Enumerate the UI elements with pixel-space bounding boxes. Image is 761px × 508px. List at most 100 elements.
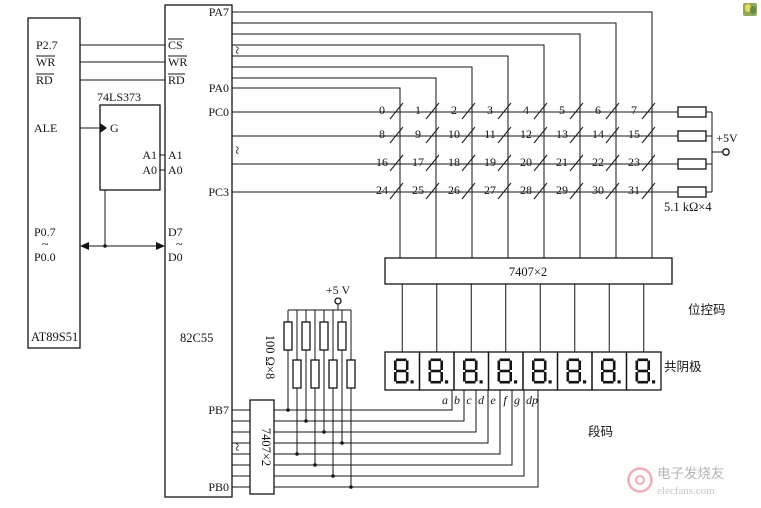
segment-resistor bbox=[292, 359, 302, 389]
segment-wire bbox=[274, 390, 477, 433]
mcu-pin-rd: RD bbox=[36, 73, 53, 87]
g-input-wedge bbox=[100, 123, 107, 133]
pullup-vcc-label: +5V bbox=[716, 131, 738, 145]
logo-wing bbox=[745, 4, 751, 12]
latch-pin-a1: A1 bbox=[142, 148, 157, 162]
key-label: 1 bbox=[415, 103, 421, 117]
seg-c bbox=[543, 372, 547, 382]
mcu-pin-range: ~ bbox=[42, 237, 49, 251]
key-label: 29 bbox=[556, 183, 568, 197]
watermark: 电子发烧友 elecfans.com bbox=[627, 466, 725, 497]
pa-range-mark: ~ bbox=[228, 46, 244, 54]
key-switch bbox=[497, 102, 512, 120]
key-switch bbox=[533, 126, 548, 144]
ppi-pin-pc3: PC3 bbox=[208, 185, 229, 199]
key-label: 25 bbox=[412, 183, 424, 197]
key-label: 10 bbox=[448, 127, 460, 141]
seg-c bbox=[578, 372, 581, 382]
key-switch bbox=[569, 154, 584, 172]
seg-e bbox=[463, 372, 466, 382]
latch-box bbox=[99, 104, 161, 191]
key-switch bbox=[425, 182, 440, 200]
ppi-pin-a1: A1 bbox=[168, 148, 183, 162]
seg-e bbox=[566, 372, 570, 382]
seg-d bbox=[637, 380, 648, 384]
seg-e bbox=[635, 372, 639, 382]
pullup-resistor bbox=[677, 130, 707, 142]
pb-range-mark: ~ bbox=[228, 443, 244, 451]
key-switch bbox=[461, 154, 476, 172]
segment-wire bbox=[274, 390, 525, 477]
key-switch bbox=[605, 126, 620, 144]
seg-dp bbox=[445, 380, 449, 384]
segment-label-d: d bbox=[478, 393, 485, 407]
pa-column-wire bbox=[232, 77, 437, 258]
seg-g bbox=[637, 369, 648, 373]
watermark-name: 电子发烧友 bbox=[657, 466, 725, 481]
seg-dp bbox=[479, 380, 483, 384]
ppi-pin-pc0: PC0 bbox=[208, 105, 229, 119]
pa-column-wire bbox=[232, 33, 581, 258]
pa-column-wire bbox=[232, 44, 545, 258]
seg-c bbox=[612, 372, 616, 382]
vcc-terminal bbox=[722, 148, 730, 156]
segment-label-c: c bbox=[466, 393, 472, 407]
segment-wire bbox=[274, 390, 539, 488]
latch-pin-a0: A0 bbox=[142, 163, 157, 177]
common-cathode-label: 共阴极 bbox=[664, 360, 702, 374]
control-wires bbox=[80, 44, 165, 250]
key-switch bbox=[389, 126, 404, 144]
key-label: 27 bbox=[484, 183, 496, 197]
segment-resistor bbox=[310, 359, 320, 389]
junction-dot bbox=[331, 474, 335, 478]
seg-dp bbox=[548, 380, 552, 384]
seg-a bbox=[568, 358, 579, 362]
key-label: 21 bbox=[556, 155, 568, 169]
key-label: 24 bbox=[376, 183, 388, 197]
ppi-pin-pa0: PA0 bbox=[209, 81, 229, 95]
seg-c bbox=[405, 372, 409, 382]
seg-e bbox=[428, 372, 432, 382]
ppi-pin-drange: ~ bbox=[176, 237, 183, 251]
segment-wire bbox=[274, 390, 465, 422]
key-label: 7 bbox=[631, 103, 637, 117]
seg-g bbox=[499, 369, 510, 373]
pullup-resistor bbox=[677, 186, 707, 198]
mcu-box bbox=[27, 17, 81, 349]
key-label: 0 bbox=[379, 103, 385, 117]
pa-column-wire bbox=[232, 55, 509, 258]
junction-dot bbox=[295, 452, 299, 456]
key-label: 6 bbox=[595, 103, 601, 117]
seg-f bbox=[394, 360, 397, 370]
key-switch bbox=[533, 182, 548, 200]
key-label: 3 bbox=[487, 103, 493, 117]
seg-a bbox=[430, 358, 441, 362]
key-switch bbox=[605, 154, 620, 172]
seg-e bbox=[601, 372, 604, 382]
logo-wing2 bbox=[750, 6, 756, 14]
junction-dot bbox=[340, 441, 344, 445]
seg-b bbox=[578, 360, 581, 370]
pullup-network bbox=[711, 112, 730, 192]
key-label: 4 bbox=[523, 103, 529, 117]
segment-label-e: e bbox=[490, 393, 496, 407]
seg-c bbox=[440, 372, 443, 382]
key-label: 17 bbox=[412, 155, 424, 169]
segment-resistor bbox=[337, 321, 347, 351]
key-label: 31 bbox=[628, 183, 640, 197]
seg-c bbox=[647, 372, 650, 382]
buffer-side-label: 7407×2 bbox=[259, 428, 273, 466]
key-switch bbox=[641, 182, 656, 200]
mcu-label: AT89S51 bbox=[31, 330, 78, 344]
key-switch bbox=[533, 102, 548, 120]
key-switch bbox=[641, 154, 656, 172]
ppi-pin-rd: RD bbox=[168, 73, 185, 87]
key-switch bbox=[641, 102, 656, 120]
key-label: 30 bbox=[592, 183, 604, 197]
ppi-pin-d7: D7 bbox=[168, 225, 183, 239]
seg-dp bbox=[514, 380, 518, 384]
key-switch bbox=[497, 126, 512, 144]
junction-dot bbox=[349, 485, 353, 489]
ppi-pin-a0: A0 bbox=[168, 163, 183, 177]
